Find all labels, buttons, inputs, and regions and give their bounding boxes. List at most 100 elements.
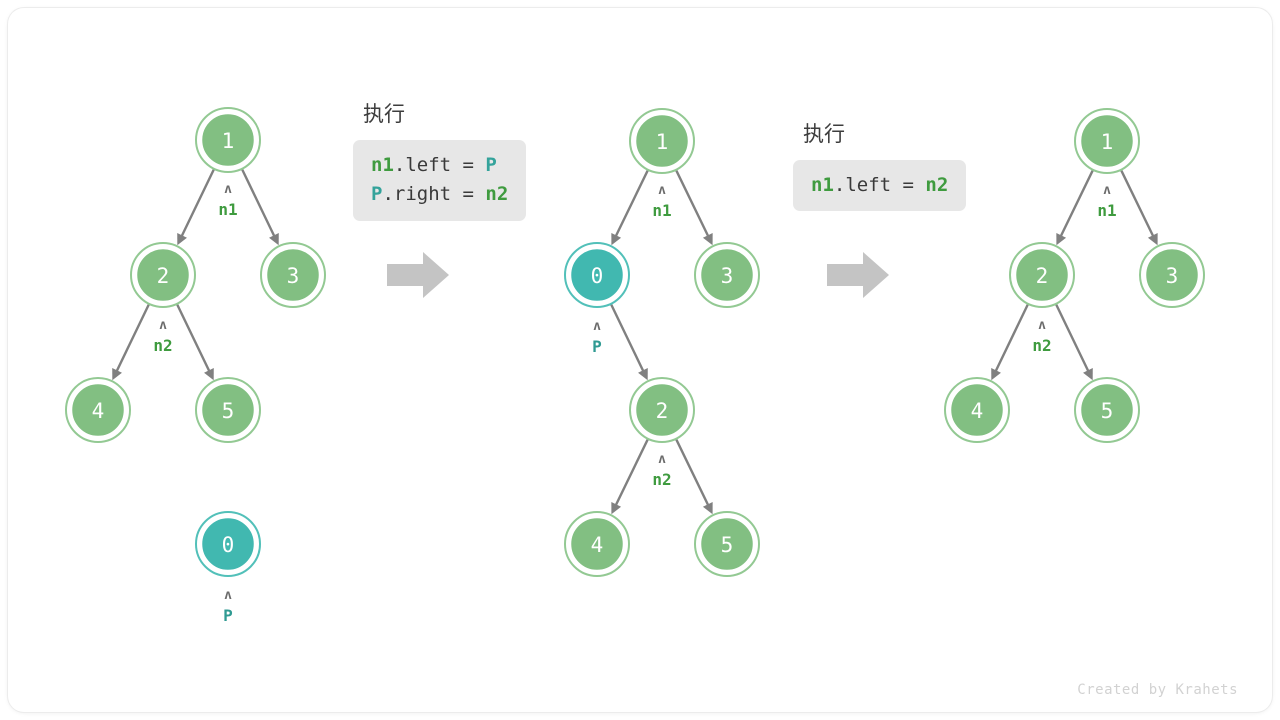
- tree-step-middle: 1 0 3 2 4 5 ʌ n1 ʌP ʌn2: [564, 108, 760, 577]
- node-outer-ring: [944, 377, 1010, 443]
- edge-arrowhead: [611, 502, 622, 515]
- pointer-label-P: ʌP: [592, 319, 602, 356]
- pointer-caret-icon: ʌ: [224, 182, 232, 197]
- node-body: [199, 111, 257, 169]
- node-outer-ring: [1009, 242, 1075, 308]
- tree-edge: [176, 303, 214, 381]
- code-token: .right =: [382, 183, 486, 206]
- edge-arrowhead: [1056, 233, 1067, 246]
- pointer-caret-icon: ʌ: [224, 588, 232, 603]
- tree-edge: [1055, 303, 1093, 381]
- pointer-caret-icon: ʌ: [658, 183, 666, 198]
- node-body: [698, 246, 756, 304]
- pointer-label-n1: ʌ n1: [218, 182, 237, 219]
- edge-arrowhead: [702, 233, 713, 246]
- node-value: 4: [971, 399, 984, 423]
- node-body: [134, 246, 192, 304]
- tree-edge: [611, 169, 649, 246]
- node-outer-ring: [629, 377, 695, 443]
- exec-label-middle: 执行: [363, 103, 405, 126]
- code-token: .left =: [393, 154, 486, 176]
- code-token: n2: [925, 174, 949, 196]
- tree-node-1[interactable]: 1: [195, 107, 261, 173]
- tree-node-2[interactable]: 2: [1009, 242, 1075, 308]
- node-outer-ring: [195, 107, 261, 173]
- pointer-label-n2: ʌn2: [652, 452, 671, 489]
- pointer-name: n2: [153, 336, 172, 355]
- node-value: 0: [591, 264, 604, 288]
- edge-arrowhead: [269, 233, 279, 246]
- tree-node-2[interactable]: 2: [629, 377, 695, 443]
- tree-edge: [610, 303, 648, 381]
- step-arrow-1: [387, 252, 449, 298]
- tree-node-1[interactable]: 1: [1074, 108, 1140, 174]
- node-body: [633, 381, 691, 439]
- pointer-caret-icon: ʌ: [159, 318, 167, 333]
- tree-node-5[interactable]: 5: [694, 511, 760, 577]
- step-arrow-2: [827, 252, 889, 298]
- tree-node-4[interactable]: 4: [944, 377, 1010, 443]
- tree-edge: [1056, 169, 1094, 246]
- edge-arrowhead: [112, 368, 122, 381]
- edge-arrowhead: [702, 502, 713, 515]
- edge-arrowhead: [611, 233, 622, 246]
- node-outer-ring: [694, 511, 760, 577]
- tree-edge: [675, 438, 713, 515]
- tree-node-0[interactable]: 0: [195, 511, 261, 577]
- node-body: [633, 112, 691, 170]
- node-body: [1078, 112, 1136, 170]
- tree-node-3[interactable]: 3: [260, 242, 326, 308]
- node-body: [1143, 246, 1201, 304]
- pointer-name: n1: [218, 200, 237, 219]
- tree-node-3[interactable]: 3: [694, 242, 760, 308]
- pointer-label-n1: ʌ n1: [652, 183, 671, 220]
- node-outer-ring: [130, 242, 196, 308]
- node-outer-ring: [564, 242, 630, 308]
- node-value: 0: [222, 533, 235, 557]
- edge-arrowhead: [638, 368, 648, 381]
- tree-node-2[interactable]: 2: [130, 242, 196, 308]
- pointer-caret-icon: ʌ: [1038, 318, 1046, 333]
- pointer-name: P: [223, 606, 233, 625]
- pointer-name: n1: [652, 201, 671, 220]
- node-value: 5: [222, 399, 235, 423]
- node-outer-ring: [195, 377, 261, 443]
- pointer-label-n2: ʌ n2: [153, 318, 172, 355]
- node-outer-ring: [694, 242, 760, 308]
- code-token: n1: [811, 174, 834, 196]
- tree-node-1[interactable]: 1: [629, 108, 695, 174]
- node-value: 5: [1101, 399, 1114, 423]
- edge-arrowhead: [991, 368, 1001, 381]
- node-value: 5: [721, 533, 734, 557]
- edge-arrowhead: [1083, 368, 1093, 381]
- node-outer-ring: [260, 242, 326, 308]
- node-body: [1078, 381, 1136, 439]
- node-value: 1: [1101, 130, 1114, 154]
- tree-node-4[interactable]: 4: [564, 511, 630, 577]
- node-outer-ring: [564, 511, 630, 577]
- tree-edge: [1120, 169, 1158, 246]
- node-body: [948, 381, 1006, 439]
- tree-node-4[interactable]: 4: [65, 377, 131, 443]
- code-token: n2: [485, 183, 509, 206]
- node-outer-ring: [195, 511, 261, 577]
- code-token: .left =: [833, 174, 926, 196]
- node-body: [69, 381, 127, 439]
- tree-edge: [112, 303, 150, 381]
- node-body: [264, 246, 322, 304]
- pointer-caret-icon: ʌ: [593, 319, 601, 334]
- node-outer-ring: [629, 108, 695, 174]
- code-line: P.right = n2: [371, 180, 508, 209]
- tree-node-5[interactable]: 5: [195, 377, 261, 443]
- edge-arrowhead: [177, 233, 187, 246]
- tree-node-5[interactable]: 5: [1074, 377, 1140, 443]
- edge-arrowhead: [1147, 233, 1158, 246]
- node-body: [1013, 246, 1071, 304]
- code-line: n1.left = n2: [811, 171, 948, 200]
- tree-node-3[interactable]: 3: [1139, 242, 1205, 308]
- tree-node-0[interactable]: 0: [564, 242, 630, 308]
